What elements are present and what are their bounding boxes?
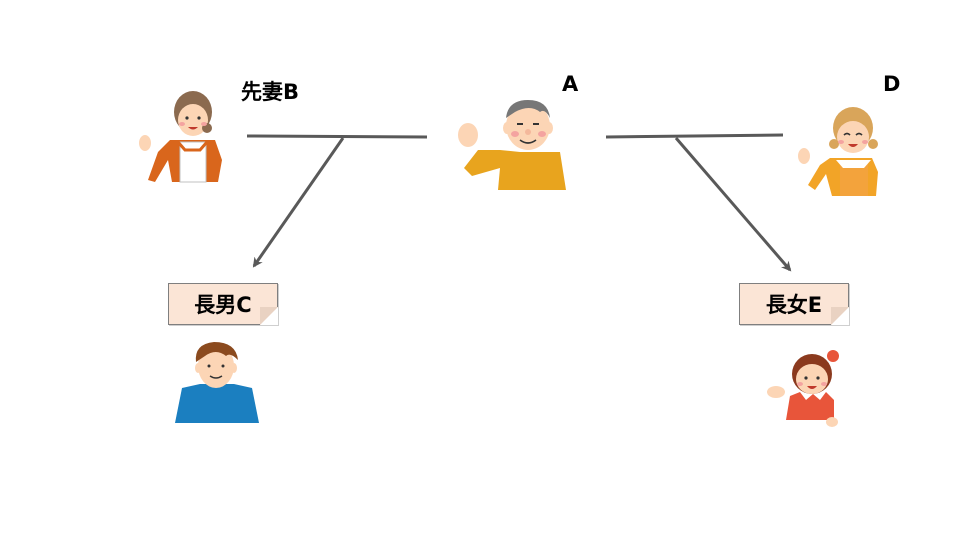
label-e: 長女E	[765, 293, 823, 317]
arrow-to-c	[252, 137, 345, 268]
person-a-illustration	[458, 100, 566, 190]
person-e-illustration	[767, 350, 839, 427]
label-b: 先妻B	[241, 80, 300, 104]
label-d: D	[883, 72, 901, 96]
label-box-c: 長男C	[168, 283, 278, 325]
label-c: 長男C	[194, 293, 252, 317]
person-d-illustration	[798, 107, 878, 196]
marriage-line-a-d	[605, 133, 784, 139]
person-b-illustration	[139, 91, 222, 183]
label-a: A	[562, 72, 579, 96]
marriage-line-a-b	[246, 134, 428, 139]
person-c-illustration	[175, 342, 259, 423]
arrow-to-e	[674, 137, 792, 272]
label-box-e: 長女E	[739, 283, 849, 325]
